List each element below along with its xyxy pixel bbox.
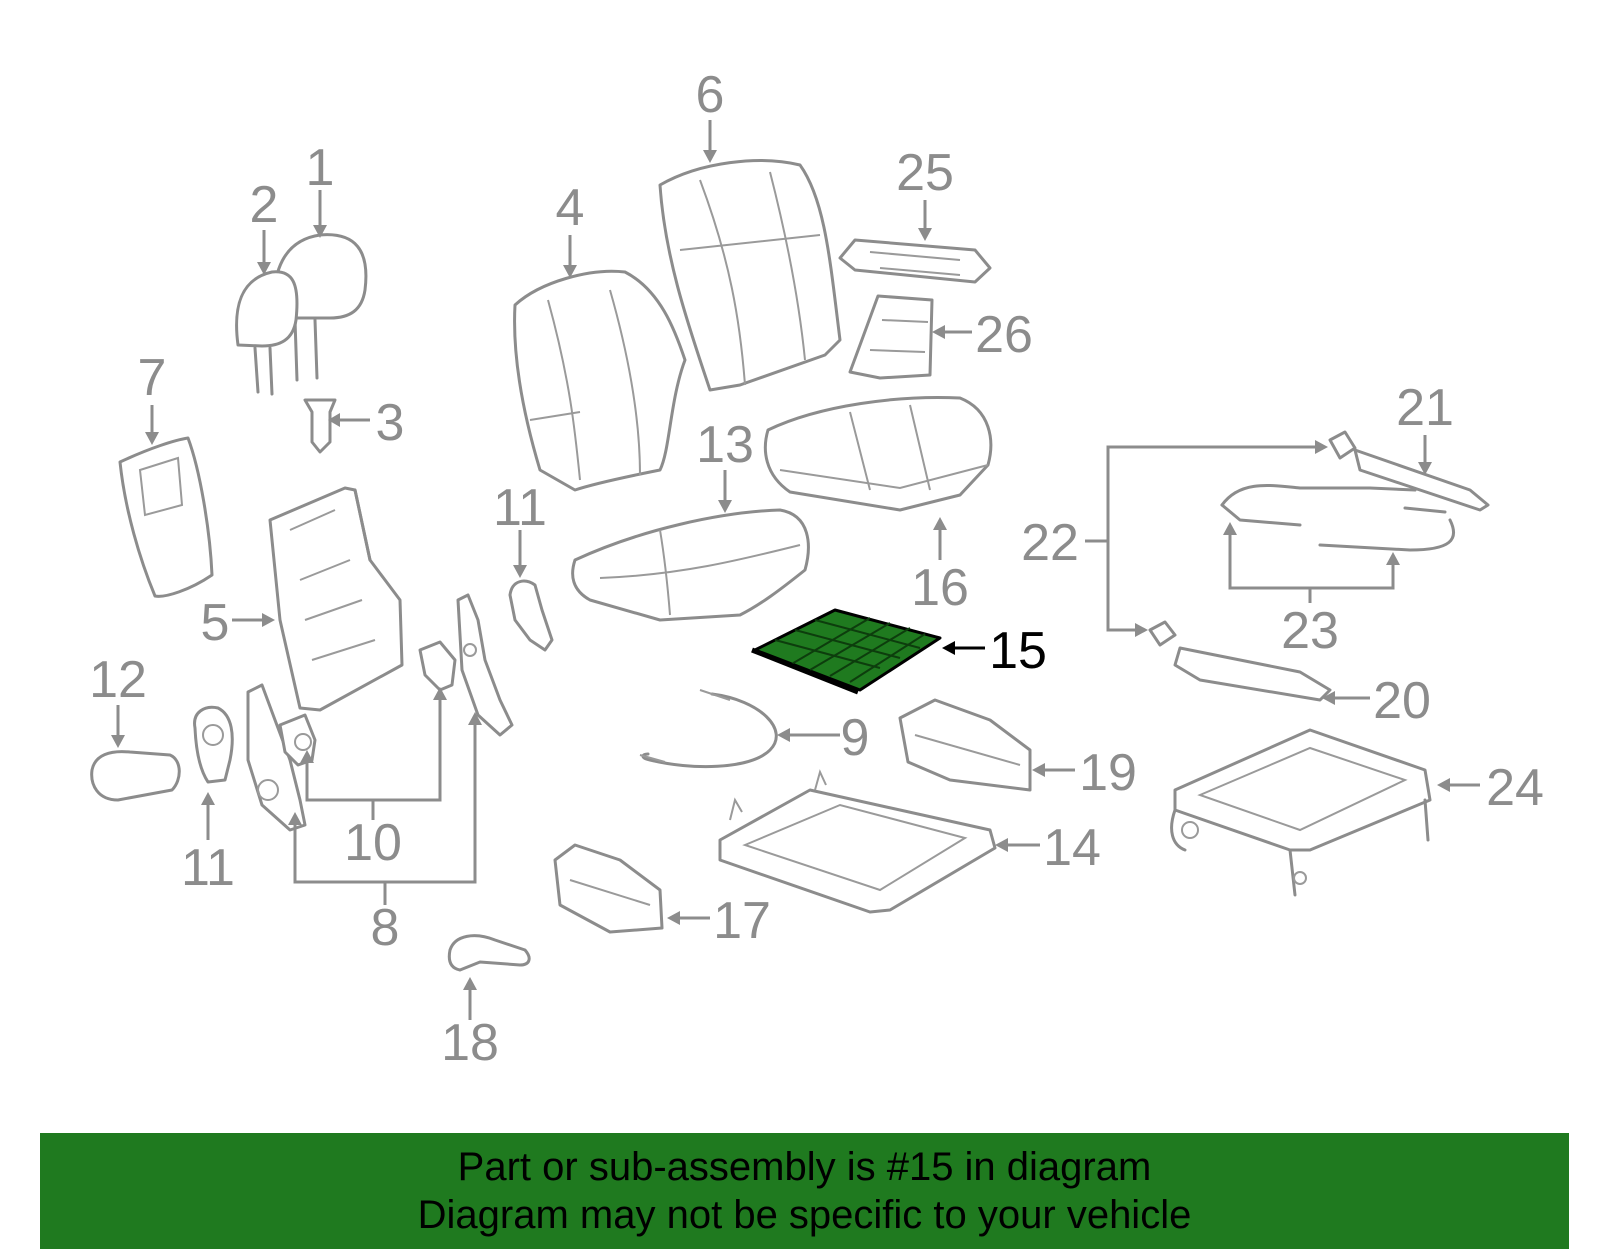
part-lever-18[interactable] [447,934,531,972]
callout-12[interactable]: 12 [89,651,147,709]
callout-16[interactable]: 16 [911,559,969,617]
part-bracket-26[interactable] [848,294,934,380]
part-wires-23[interactable] [1220,483,1456,552]
part-headrest-2[interactable] [235,270,299,396]
callout-22[interactable]: 22 [1021,514,1079,572]
part-frame-14[interactable] [718,769,997,914]
part-frame-24[interactable] [1170,728,1432,897]
callout-5[interactable]: 5 [201,594,230,652]
info-banner: Part or sub-assembly is #15 in diagram D… [40,1133,1569,1249]
part-frame-5[interactable] [268,486,404,712]
callout-14[interactable]: 14 [1043,819,1101,877]
part-guide-3[interactable] [303,398,337,454]
part-cover-12[interactable] [90,750,181,802]
part-rail-21[interactable] [1328,430,1490,512]
banner-line-disclaimer: Diagram may not be specific to your vehi… [417,1193,1192,1237]
banner-line-part-number: Part or sub-assembly is #15 in diagram [457,1145,1152,1189]
callout-1[interactable]: 1 [306,139,335,197]
part-cushion-13[interactable] [571,508,810,622]
part-seatback-6[interactable] [658,159,842,392]
part-tray-25[interactable] [838,238,992,284]
callout-13[interactable]: 13 [696,416,754,474]
callout-4[interactable]: 4 [556,179,585,237]
callout-2[interactable]: 2 [250,176,279,234]
callout-8[interactable]: 8 [371,899,400,957]
part-cushion-16[interactable] [763,395,993,512]
part-cover-17[interactable] [553,843,664,934]
callout-19[interactable]: 19 [1079,744,1137,802]
callout-15[interactable]: 15 [989,622,1047,680]
callout-6[interactable]: 6 [696,66,725,124]
callout-24[interactable]: 24 [1486,759,1544,817]
callout-25[interactable]: 25 [896,144,954,202]
part-seatback-trim-4[interactable] [513,269,687,492]
leader-lines [111,120,1480,1020]
callout-10[interactable]: 10 [344,814,402,872]
part-recliner-8-right[interactable] [456,593,514,737]
callout-18[interactable]: 18 [441,1014,499,1072]
part-cover-19[interactable] [898,698,1032,792]
part-recliner-left-11[interactable] [193,705,234,784]
part-recliner-right-11[interactable] [508,579,554,652]
callout-23[interactable]: 23 [1281,602,1339,660]
callout-3[interactable]: 3 [376,394,405,452]
callout-7[interactable]: 7 [138,349,167,407]
callout-11-left[interactable]: 11 [181,839,235,897]
callouts: 1 2 3 4 5 6 7 8 9 10 11 11 12 13 14 15 1… [89,66,1544,1072]
callout-21[interactable]: 21 [1396,379,1454,437]
part-back-panel-7[interactable] [118,436,214,598]
part-rail-20[interactable] [1148,620,1332,702]
parts-diagram: 1 2 3 4 5 6 7 8 9 10 11 11 12 13 14 15 1… [89,66,1544,1072]
callout-11-right[interactable]: 11 [493,479,547,537]
part-15-highlighted[interactable] [751,608,942,695]
part-recliner-8-left[interactable] [246,683,307,832]
callout-9[interactable]: 9 [841,709,870,767]
part-cover-10-right[interactable] [418,640,457,692]
callout-20[interactable]: 20 [1373,672,1431,730]
callout-17[interactable]: 17 [713,892,771,950]
part-cable-9[interactable] [639,689,778,769]
callout-26[interactable]: 26 [975,306,1033,364]
